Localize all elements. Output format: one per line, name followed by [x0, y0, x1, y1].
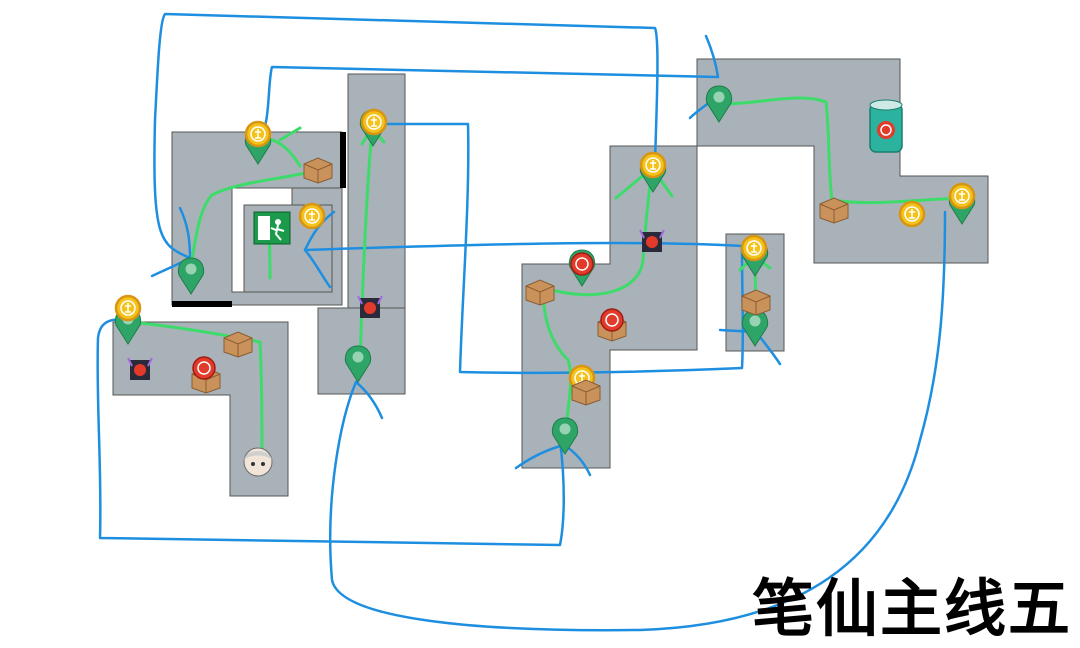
- wall-segment: [340, 132, 346, 188]
- exit-sign-icon[interactable]: [253, 211, 291, 245]
- gold-coin-icon[interactable]: [244, 120, 272, 148]
- page-title: 笔仙主线五: [751, 572, 1072, 645]
- supply-box-icon[interactable]: [223, 331, 253, 358]
- gold-coin-icon[interactable]: [639, 151, 667, 179]
- ghost-enemy-icon[interactable]: [639, 229, 665, 253]
- supply-box-icon[interactable]: [303, 157, 333, 184]
- supply-box-icon[interactable]: [571, 379, 601, 406]
- supply-box-icon[interactable]: [819, 197, 849, 224]
- gold-coin-icon[interactable]: [740, 234, 768, 262]
- route-blue: [329, 210, 947, 632]
- route-green: [720, 96, 964, 205]
- supply-box-icon[interactable]: [741, 289, 771, 316]
- soda-can-icon[interactable]: [869, 99, 903, 153]
- route-blue: [303, 122, 745, 375]
- rooms: [112, 58, 989, 497]
- blue-routes: [96, 12, 947, 632]
- gold-coin-icon[interactable]: [898, 200, 926, 228]
- walls: [172, 132, 346, 307]
- gold-coin-icon[interactable]: [298, 202, 326, 230]
- ghost-enemy-icon[interactable]: [127, 357, 153, 381]
- player-avatar-icon[interactable]: [243, 447, 273, 477]
- gold-coin-icon[interactable]: [948, 182, 976, 210]
- wall-segment: [172, 301, 232, 307]
- ghost-enemy-icon[interactable]: [357, 295, 383, 319]
- route-blue: [96, 318, 565, 547]
- room-left-lower: [112, 321, 289, 497]
- route-blue: [153, 12, 659, 260]
- gold-coin-icon[interactable]: [114, 294, 142, 322]
- route-blue: [260, 65, 720, 136]
- red-bomb-icon[interactable]: [570, 252, 594, 276]
- route-green: [128, 320, 264, 456]
- supply-box-icon[interactable]: [525, 279, 555, 306]
- route-blue: [303, 210, 336, 252]
- gold-coin-icon[interactable]: [360, 108, 388, 136]
- route-green: [188, 166, 324, 272]
- route-blue: [354, 380, 384, 420]
- red-bomb-icon[interactable]: [600, 308, 624, 332]
- red-bomb-icon[interactable]: [192, 356, 216, 380]
